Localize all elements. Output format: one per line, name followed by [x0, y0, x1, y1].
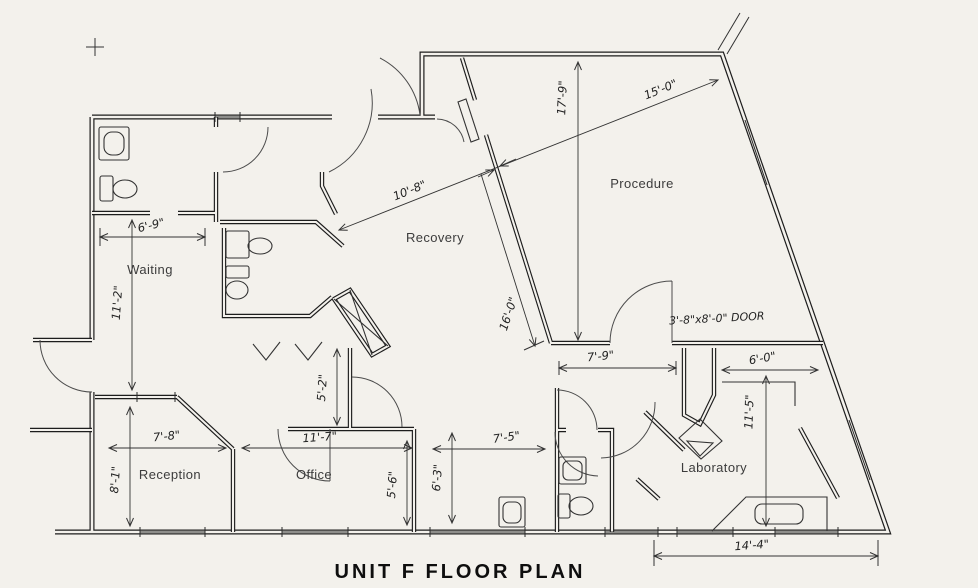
dim-label: 11'-5": [741, 394, 756, 429]
window: [774, 527, 839, 537]
door-arc: [328, 88, 373, 173]
dim-label: 17'-9": [554, 80, 570, 115]
dim-label: 10'-8": [391, 177, 428, 203]
window: [429, 527, 526, 537]
dim-label: 16'-0": [496, 295, 520, 332]
room-label-laboratory: Laboratory: [681, 460, 747, 475]
door-arc: [277, 428, 331, 482]
dimension-labels: 6'-9" 11'-2" 8'-1" 7'-8" 11'-7" 5'-2" 5'…: [107, 76, 777, 553]
room-labels: Waiting Recovery Procedure Reception Off…: [127, 176, 747, 482]
window: [136, 392, 176, 402]
room-label-reception: Reception: [139, 467, 201, 482]
door-arc: [379, 57, 421, 116]
window: [281, 527, 349, 537]
dim-label: 5'-2": [314, 374, 330, 402]
vanity-icon: [98, 126, 130, 161]
lab-counter: [711, 496, 828, 532]
toilet-icon: [225, 265, 250, 300]
window: [604, 527, 659, 537]
dim-line: [480, 173, 537, 348]
door-size-annotation: 3'-8"x8'-0" DOOR: [669, 310, 765, 328]
dim-label: 6'-9": [136, 215, 166, 235]
window: [848, 419, 871, 481]
extension-line: [99, 228, 879, 566]
dim-label: 7'-8": [152, 428, 181, 445]
plan-title: UNIT F FLOOR PLAN: [335, 561, 586, 583]
dim-label: 11'-7": [302, 429, 337, 445]
wall-outline: [55, 54, 888, 532]
wall-core: [53, 52, 890, 534]
door-arc: [351, 376, 403, 428]
break-mark: [717, 12, 750, 55]
window: [139, 527, 206, 537]
dimension-lines: [98, 60, 880, 560]
fixtures: [98, 98, 828, 532]
dim-label: 6'-3": [429, 464, 445, 492]
drafting-marks: [86, 12, 879, 566]
door-arc: [600, 401, 656, 459]
dim-label: 8'-1": [107, 466, 123, 494]
window: [744, 119, 768, 186]
room-label-procedure: Procedure: [610, 176, 674, 191]
sink-icon: [558, 456, 587, 485]
door-arc: [554, 431, 599, 477]
dim-arrow: [477, 169, 496, 178]
exterior-walls: [55, 54, 888, 532]
dim-label: 7'-9": [586, 348, 615, 365]
dim-label: 6'-0": [748, 349, 777, 368]
room-label-recovery: Recovery: [406, 230, 464, 245]
dim-line: [337, 79, 720, 231]
door-leaf: [457, 98, 480, 143]
dim-label: 15'-0": [642, 76, 679, 102]
sink-icon: [498, 496, 526, 528]
dim-label: 7'-5": [492, 428, 521, 446]
dim-arrow: [498, 158, 517, 167]
registration-cross: [86, 38, 104, 56]
dim-label: 5'-6": [384, 471, 400, 499]
reception-desk: [252, 289, 389, 361]
lab-equipment: [678, 418, 723, 460]
lab-nook-counter: [722, 381, 796, 406]
room-label-waiting: Waiting: [127, 262, 173, 277]
toilet-icon: [557, 493, 594, 519]
toilet-icon: [99, 175, 138, 202]
door-arc: [556, 389, 598, 431]
door-arc: [609, 280, 673, 344]
door-arc: [436, 118, 465, 143]
window: [676, 527, 734, 537]
room-label-office: Office: [296, 467, 332, 482]
window: [214, 112, 241, 122]
dim-label: 11'-2": [109, 285, 125, 320]
dim-label: 14'-4": [734, 537, 769, 553]
windows: [136, 112, 871, 537]
vanity-icon: [225, 230, 273, 259]
door-arc: [39, 339, 93, 393]
door-arc: [222, 126, 269, 173]
